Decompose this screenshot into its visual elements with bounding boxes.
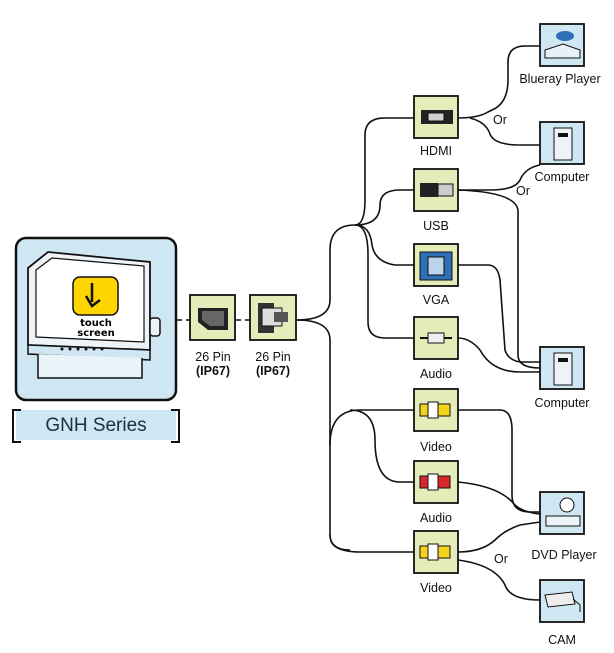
- or-label-3: Or: [494, 552, 508, 566]
- port-label-vga: VGA: [422, 293, 450, 307]
- series-label: GNH Series: [45, 415, 147, 436]
- or-label-2: Or: [516, 184, 530, 198]
- usb-port-icon: [413, 168, 459, 212]
- port-label-video-2: Video: [420, 581, 452, 595]
- connector-right-pin: 26 Pin: [255, 350, 291, 364]
- touch-screen-badge: [72, 276, 119, 316]
- device-label-bluray: Blueray Player: [519, 72, 601, 86]
- connection-lines: [176, 45, 541, 601]
- connector-left-pin: 26 Pin: [195, 350, 231, 364]
- device-label-cam: CAM: [548, 633, 576, 647]
- video-rca-yellow-icon: [413, 388, 459, 432]
- computer-2-icon: [539, 346, 585, 390]
- port-label-audio-1: Audio: [420, 367, 452, 381]
- connector-right-rating: (IP67): [255, 364, 291, 378]
- pointer-hand-icon: [84, 283, 101, 308]
- computer-1-icon: [539, 121, 585, 165]
- connector-right-icon: [249, 294, 297, 341]
- device-label-computer-1: Computer: [534, 170, 590, 184]
- hdmi-port-icon: [413, 95, 459, 139]
- port-label-video-1: Video: [420, 440, 452, 454]
- monitor-panel: touch screen: [14, 236, 178, 402]
- device-label-computer-2: Computer: [534, 396, 590, 410]
- touch-text: touch: [80, 318, 112, 329]
- port-label-usb: USB: [423, 219, 449, 233]
- or-label-1: Or: [493, 113, 507, 127]
- connector-left-label: 26 Pin (IP67): [187, 350, 239, 378]
- port-label-hdmi: HDMI: [420, 144, 452, 158]
- bluray-player-icon: [539, 23, 585, 67]
- video-rca-yellow-2-icon: [413, 530, 459, 574]
- connector-left-icon: [189, 294, 236, 341]
- screen-text: screen: [77, 328, 115, 339]
- connector-left-rating: (IP67): [195, 364, 231, 378]
- audio-rca-red-icon: [413, 460, 459, 504]
- device-label-dvd: DVD Player: [531, 548, 597, 562]
- dvd-player-icon: [539, 491, 585, 535]
- series-label-box: GNH Series: [12, 409, 180, 443]
- port-label-audio-2: Audio: [420, 511, 452, 525]
- security-camera-icon: [539, 579, 585, 623]
- audio-jack-icon: [413, 316, 459, 360]
- connector-right-label: 26 Pin (IP67): [247, 350, 299, 378]
- vga-port-icon: [413, 243, 459, 287]
